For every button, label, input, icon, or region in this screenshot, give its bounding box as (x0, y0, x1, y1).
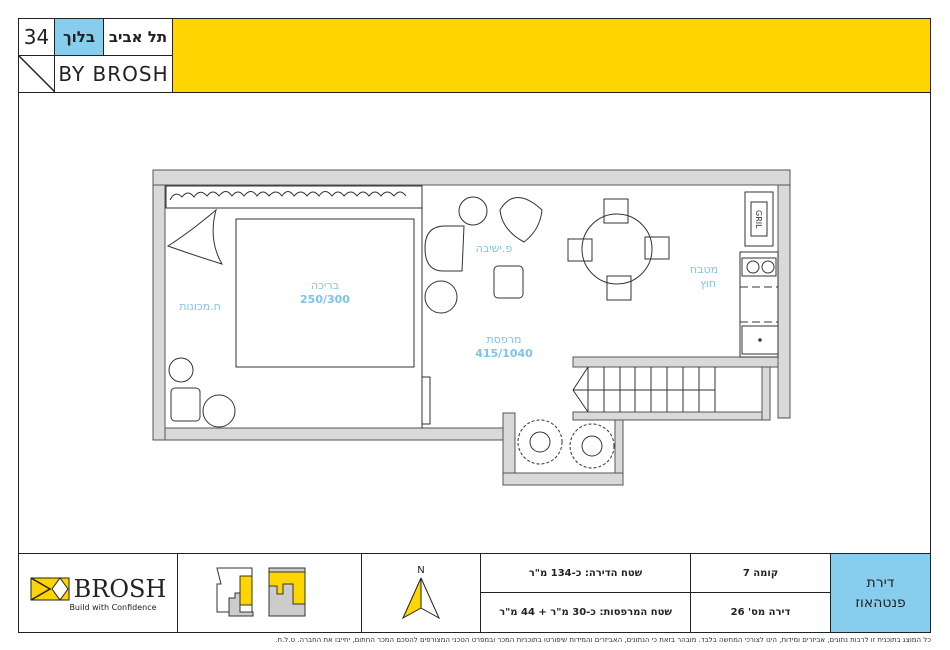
kitchen-label-2: חוץ (700, 277, 716, 290)
round-table-icon (202, 394, 236, 428)
dining-table-icon (581, 213, 653, 285)
disclaimer: כל המוצג בתוכנית זו לרבות נתונים, אביזרי… (275, 636, 931, 644)
logo-cell: BROSH Build with Confidence (18, 553, 178, 633)
door-icon (421, 376, 431, 425)
planter-strip (165, 185, 423, 209)
terrace-size: 415/1040 (475, 347, 533, 360)
grill-label: GRIL (754, 210, 763, 229)
apartment-area: שטח הדירה: כ-134 מ"ר (480, 553, 691, 593)
planter-wall-right (614, 417, 624, 474)
logo-name: BROSH (73, 574, 167, 603)
north-arrow-icon (401, 577, 441, 619)
stair-wall-bottom (572, 411, 769, 421)
apartment-type-line1: דירת (866, 575, 895, 591)
chair-icon (644, 236, 670, 260)
terrace-label: מרפסת (487, 333, 522, 346)
bush-icon (569, 423, 615, 469)
brosh-logo-icon (30, 576, 70, 601)
side-table-icon (458, 196, 488, 226)
north-arrow-cell: N (361, 553, 481, 633)
block-label: בלוך (54, 18, 104, 56)
pool-size: 250/300 (300, 293, 350, 306)
north-label: N (417, 564, 425, 576)
kitchen-counter (739, 251, 779, 358)
pouf-icon (493, 265, 524, 299)
wall-right (777, 184, 791, 419)
stair-wall-right (761, 366, 771, 421)
wall-bottom (164, 427, 504, 441)
bush-icon (517, 419, 563, 465)
side-table-icon (424, 280, 458, 314)
apartment-type-line2: פנטהאוז (855, 595, 906, 611)
wall-left (152, 184, 166, 441)
planter-wall-bottom (502, 472, 624, 486)
balcony-area: שטח המרפסות: כ-30 מ"ר + 44 מ"ר (480, 592, 691, 633)
seating-label: פ.ישיבה (476, 242, 513, 255)
chair-icon (606, 275, 632, 301)
beanbag-icon (166, 208, 224, 265)
plants-icon (169, 191, 407, 201)
chair-icon (567, 238, 593, 262)
side-table-icon (168, 357, 194, 383)
apartment-number: דירה מס' 26 (690, 592, 831, 633)
stool-icon (170, 387, 201, 422)
kitchen-label-1: מטבח (690, 263, 718, 276)
burner-icon (746, 260, 760, 274)
logo-tagline: Build with Confidence (69, 602, 157, 612)
armchair-icon (499, 197, 543, 243)
header-banner (172, 18, 931, 93)
key-plan-cell (177, 553, 362, 633)
wall-top (152, 169, 791, 186)
diagonal-line-icon (19, 56, 54, 92)
machine-room-label: ח.מכונות (179, 300, 221, 313)
floor-plan: בריכה 250/300 ח.מכונות פ.ישיבה מרפסת 415… (152, 169, 791, 486)
key-plan-icon (215, 567, 305, 616)
armchair-icon (424, 225, 465, 272)
stairs-icon (572, 366, 716, 413)
pool-label: בריכה (311, 279, 339, 292)
burner-icon (761, 260, 775, 274)
stair-wall-top (572, 356, 779, 368)
grill-icon (744, 191, 774, 247)
pool-outline (235, 218, 415, 368)
sink-icon (741, 325, 779, 355)
apartment-type: דירת פנטהאוז (830, 553, 931, 633)
chair-icon (603, 198, 629, 224)
floor-number: קומה 7 (690, 553, 831, 593)
